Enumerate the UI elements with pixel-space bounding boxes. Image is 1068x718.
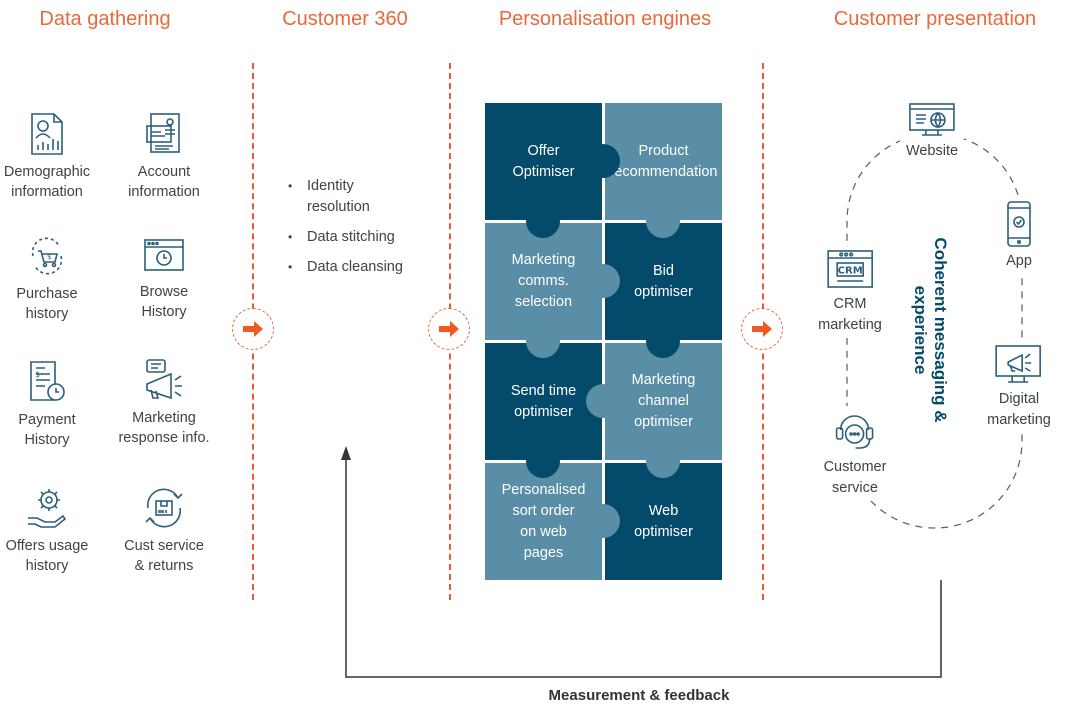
box-return-icon [145, 488, 183, 528]
puzzle-tab [526, 324, 560, 358]
flow-arrow-icon [741, 308, 783, 350]
title-data-gathering: Data gathering [39, 8, 171, 30]
puzzle-tab [646, 444, 680, 478]
channel-website: Website [899, 102, 965, 162]
puzzle-tab [646, 324, 680, 358]
megaphone-icon [146, 359, 182, 400]
feedback-label: Measurement & feedback [548, 687, 730, 704]
channel-label: Website [905, 143, 959, 159]
monitor-globe-icon [909, 103, 955, 136]
invoice-clock-icon: $ [30, 361, 65, 401]
title-customer-360: Customer 360 [282, 8, 408, 30]
demographic-report-icon [31, 113, 63, 155]
smartphone-icon [1007, 201, 1031, 247]
account-card-icon [146, 113, 180, 153]
channel-app: App [1003, 196, 1035, 276]
shopping-cart-cycle-icon: $ [31, 237, 63, 275]
flow-arrow-icon [428, 308, 470, 350]
hand-gear-icon [28, 489, 67, 528]
flow-arrow-icon [232, 308, 274, 350]
title-personalisation-engines: Personalisation engines [498, 8, 712, 30]
browser-clock-icon [144, 239, 184, 271]
data-item-label: Cust service& returns [124, 538, 204, 574]
puzzle-tab [646, 204, 680, 238]
puzzle-tab [526, 204, 560, 238]
headset-chat-icon [836, 415, 874, 449]
channel-label: App [1006, 253, 1032, 269]
customer360-item: Data stitching [286, 227, 403, 248]
puzzle-tab [586, 504, 620, 538]
puzzle-tab [586, 384, 620, 418]
crm-icon-text: CRM [837, 266, 862, 277]
crm-window-icon: CRM [827, 250, 873, 288]
puzzle-tab [526, 444, 560, 478]
customer360-item: Data cleansing [286, 257, 403, 278]
data-item-cust-service: Cust service& returns [104, 486, 224, 576]
digital-megaphone-icon [995, 345, 1041, 383]
coherent-messaging-label: Coherent messaging &experience [911, 237, 950, 423]
puzzle-tab [586, 144, 620, 178]
svg-text:$: $ [35, 370, 40, 379]
puzzle-tab [586, 264, 620, 298]
svg-text:$: $ [47, 253, 51, 261]
title-customer-presentation: Customer presentation [833, 8, 1037, 30]
